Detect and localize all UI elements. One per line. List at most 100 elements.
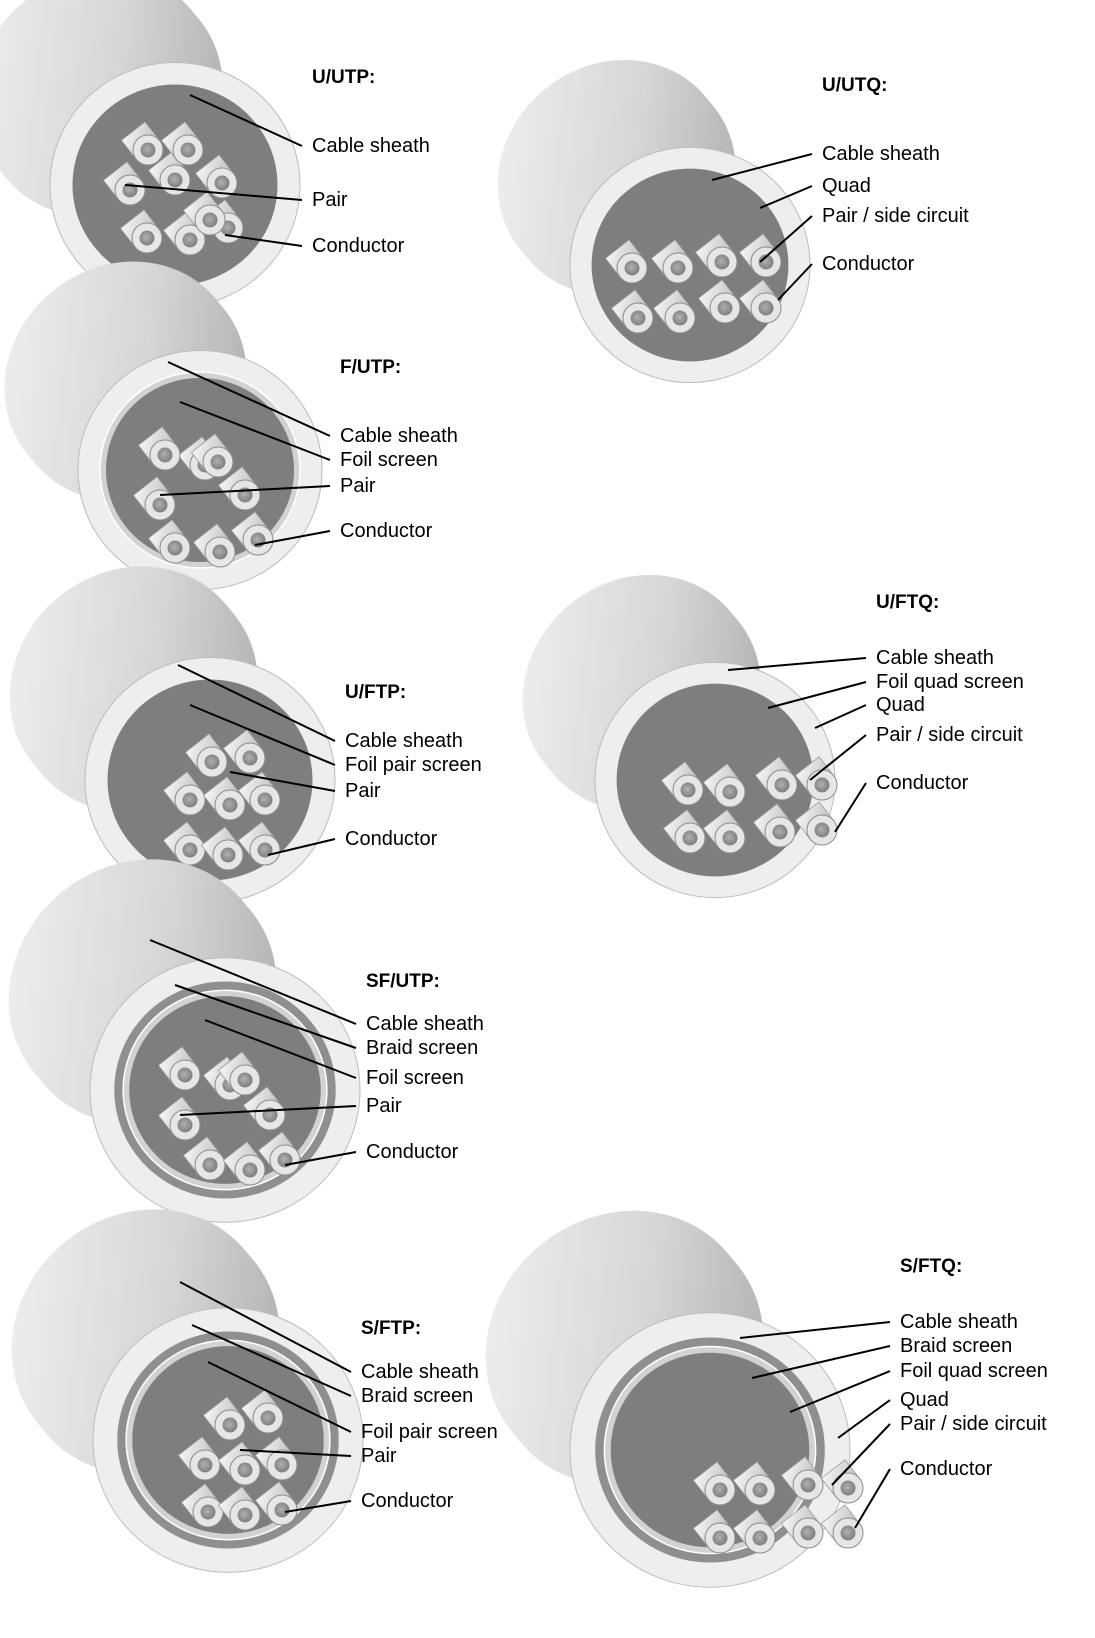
component-label: Conductor [361,1490,454,1512]
conductor-core [775,778,790,793]
component-label: Quad [900,1389,949,1411]
diagram-title: U/FTQ: [876,592,939,613]
conductor-core [238,1073,253,1088]
component-label: Pair / side circuit [900,1413,1047,1435]
component-label: Cable sheath [345,730,463,752]
conductor-core [671,261,686,276]
conductor-core [223,1418,238,1433]
conductor-core [198,1458,213,1473]
diagram-title: U/UTQ: [822,75,887,96]
conductor-core [841,1481,856,1496]
conductor-core [723,785,738,800]
component-label: Conductor [900,1458,993,1480]
conductor-core [713,1483,728,1498]
component-label: Foil screen [340,449,438,471]
component-label: Pair [340,475,376,497]
component-label: Quad [822,175,871,197]
component-label: Cable sheath [366,1013,484,1035]
component-label: Braid screen [366,1037,478,1059]
conductor-core [243,1163,258,1178]
conductor-core [238,1463,253,1478]
conductor-core [753,1483,768,1498]
component-label: Pair / side circuit [876,724,1023,746]
cable-diagram-sftq: S/FTQ: Cable sheathBraid screenFoil quad … [432,1156,1048,1587]
conductor-core [168,541,183,556]
conductor-core [223,798,238,813]
component-label: Cable sheath [900,1311,1018,1333]
diagram-title: S/FTQ: [900,1256,962,1277]
conductor-core [715,255,730,270]
component-label: Braid screen [900,1335,1012,1357]
conductor-core [183,233,198,248]
conductor-core [178,1068,193,1083]
conductor-core [673,311,688,326]
conductor-core [178,1118,193,1133]
diagram-title: SF/UTP: [366,971,440,992]
component-label: Cable sheath [340,425,458,447]
component-label: Conductor [312,235,405,257]
conductor-core [203,1158,218,1173]
conductor-core [683,831,698,846]
conductor-core [753,1531,768,1546]
conductor-core [140,231,155,246]
component-label: Foil pair screen [345,754,482,776]
conductor-core [815,778,830,793]
conductor-core [275,1458,290,1473]
conductor-core [713,1531,728,1546]
conductor-core [718,301,733,316]
conductor-core [168,173,183,188]
conductor-core [238,1508,253,1523]
conductor-core [211,455,226,470]
conductor-core [723,831,738,846]
conductor-core [625,261,640,276]
component-label: Cable sheath [361,1361,479,1383]
component-label: Foil quad screen [876,671,1024,693]
component-label: Foil quad screen [900,1360,1048,1382]
conductor-core [203,213,218,228]
conductor-core [815,823,830,838]
conductor-core [773,825,788,840]
component-label: Pair [345,780,381,802]
component-label: Quad [876,694,925,716]
conductor-core [275,1503,290,1518]
conductor-core [261,1411,276,1426]
conductor-core [205,755,220,770]
component-label: Pair [361,1445,397,1467]
conductor-core [183,793,198,808]
component-label: Pair [366,1095,402,1117]
component-label: Conductor [345,828,438,850]
conductor-core [158,448,173,463]
conductor-core [801,1526,816,1541]
conductor-core [759,301,774,316]
diagram-title: S/FTP: [361,1318,421,1339]
component-label: Foil screen [366,1067,464,1089]
component-label: Foil pair screen [361,1421,498,1443]
component-label: Conductor [822,253,915,275]
component-label: Pair / side circuit [822,205,969,227]
conductor-core [243,751,258,766]
diagram-title: U/FTP: [345,682,406,703]
conductor-core [213,545,228,560]
leader-line [835,783,866,832]
conductor-core [681,783,696,798]
component-label: Conductor [366,1141,459,1163]
component-label: Cable sheath [822,143,940,165]
conductor-core [215,176,230,191]
component-label: Cable sheath [312,135,430,157]
component-label: Conductor [340,520,433,542]
conductor-core [258,793,273,808]
component-label: Braid screen [361,1385,473,1407]
conductor-core [201,1505,216,1520]
leader-line [855,1469,890,1528]
conductor-core [141,143,156,158]
conductor-core [153,498,168,513]
conductor-core [801,1478,816,1493]
diagram-title: U/UTP: [312,67,375,88]
conductor-core [181,143,196,158]
component-label: Conductor [876,772,969,794]
component-label: Cable sheath [876,647,994,669]
